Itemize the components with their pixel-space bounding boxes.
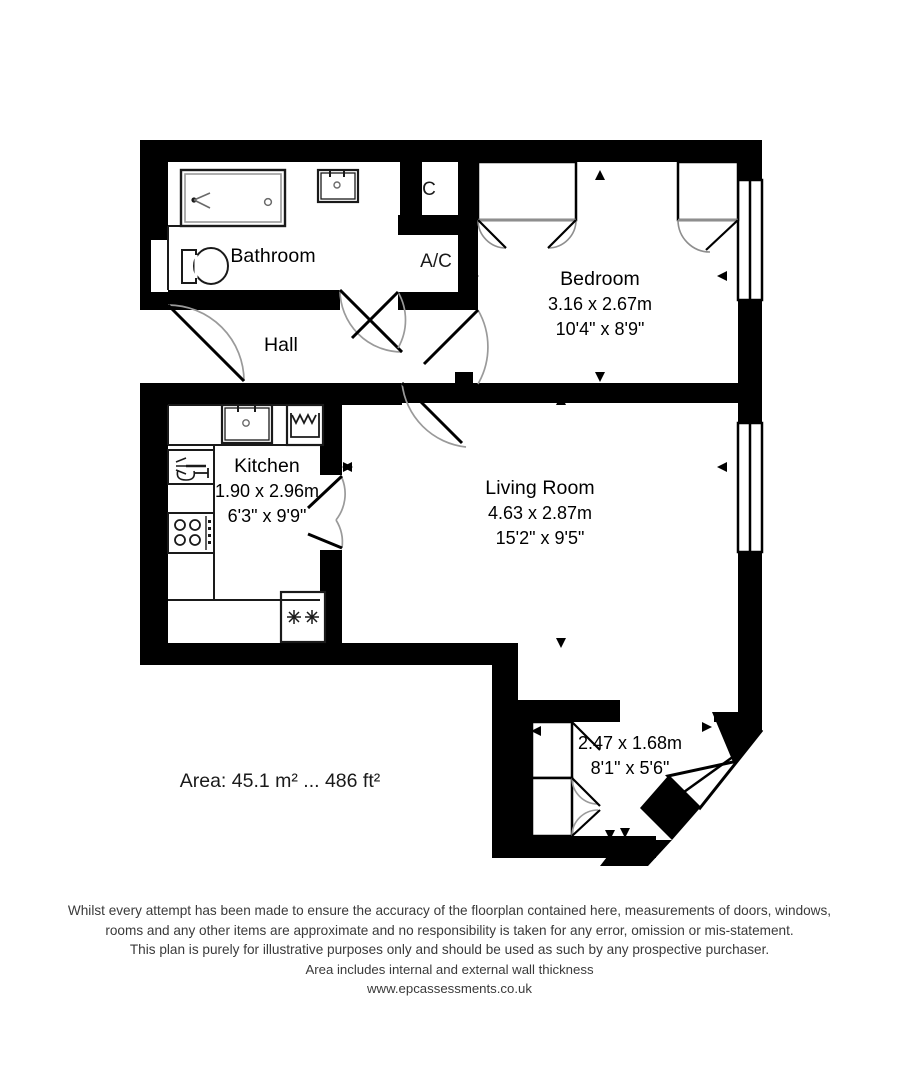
window-living-right [736, 421, 764, 554]
room-label-hall: Hall [264, 334, 298, 356]
basin-icon [316, 168, 360, 204]
bedroom-wardrobe-right [676, 160, 740, 222]
disclaimer-line-4: Area includes internal and external wall… [305, 961, 594, 977]
disclaimer-website: www.epcassessments.co.uk [367, 981, 532, 996]
angled-balcony-wall [596, 712, 762, 866]
door-bedroom [422, 308, 489, 385]
room-label-living-room: Living Room 4.63 x 2.87m 15'2" x 9'5" [485, 477, 595, 548]
toilet-icon [181, 247, 229, 285]
kitchen-unit-outlines [167, 404, 324, 601]
bedroom-wardrobe-left [476, 160, 578, 222]
room-label-bedroom: Bedroom 3.16 x 2.67m 10'4" x 8'9" [547, 268, 653, 339]
balcony-partitions [530, 720, 574, 838]
balcony-door-swing [571, 777, 599, 837]
disclaimer: Whilst every attempt has been made to en… [0, 901, 899, 999]
bathtub-icon [179, 168, 287, 228]
door-living-room [400, 381, 467, 448]
total-area-label: Area: 45.1 m² ... 486 ft² [179, 770, 381, 792]
wall-structure [140, 140, 762, 858]
disclaimer-line-2: rooms and any other items are approximat… [105, 922, 794, 938]
disclaimer-line-1: Whilst every attempt has been made to en… [67, 903, 832, 918]
room-label-kitchen: Kitchen 1.90 x 2.96m 6'3" x 9'9" [214, 455, 320, 526]
window-bedroom-right [736, 178, 764, 302]
balcony-diagonal-window [664, 728, 764, 811]
sink-icon [220, 403, 274, 445]
dimension-markers [342, 170, 727, 840]
door-entrance [166, 303, 246, 383]
closet-label-c: C [422, 179, 436, 200]
closet-label-ac: A/C [420, 251, 452, 272]
wall-recess-left [151, 240, 168, 292]
bathroom-unit-outlines [167, 170, 285, 290]
room-label-bathroom: Bathroom [230, 245, 316, 267]
door-airing-cupboard [350, 290, 407, 349]
disclaimer-line-3: This plan is purely for illustrative pur… [129, 942, 770, 957]
wardrobe-left-door-swing [477, 219, 577, 249]
floorplan-drawing [140, 140, 764, 866]
wardrobe-right-door-swing [677, 219, 711, 253]
room-label-balcony: 2.47 x 1.68m 8'1" x 5'6" [577, 733, 683, 778]
wardrobe-left-door-leaf [477, 219, 577, 249]
balcony-door-leaf [571, 721, 601, 837]
wardrobe-right-door-leaf [705, 219, 739, 251]
cutlery-icon [167, 449, 215, 485]
washing-machine-icon [285, 403, 325, 447]
hob-icon [167, 512, 215, 554]
door-kitchen [306, 474, 346, 550]
